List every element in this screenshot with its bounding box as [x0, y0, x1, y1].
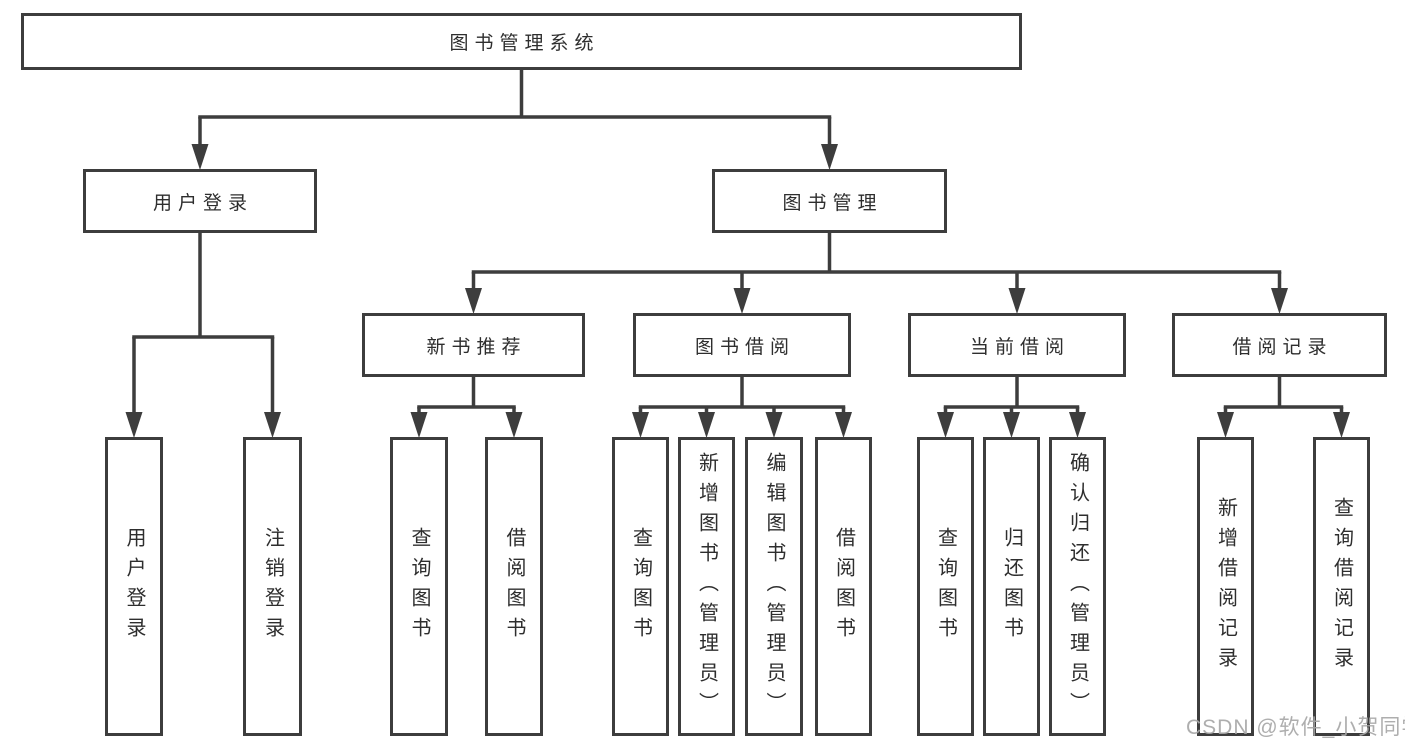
- node-root: 图书管理系统: [21, 13, 1022, 70]
- node-borrow: 图书借阅: [633, 313, 851, 377]
- node-cb2: 归还图书: [983, 437, 1040, 736]
- node-cb3: 确认归还（管理员）: [1049, 437, 1106, 736]
- node-record: 借阅记录: [1172, 313, 1387, 377]
- node-u1: 用户登录: [105, 437, 163, 736]
- watermark-text: CSDN @软件_小贺同学: [1186, 716, 1405, 739]
- node-newbook: 新书推荐: [362, 313, 585, 377]
- node-bb3: 编辑图书（管理员）: [745, 437, 803, 736]
- node-mgmt: 图书管理: [712, 169, 947, 233]
- node-nb1: 查询图书: [390, 437, 448, 736]
- node-br1: 新增借阅记录: [1197, 437, 1254, 736]
- node-current: 当前借阅: [908, 313, 1126, 377]
- node-u2: 注销登录: [243, 437, 302, 736]
- node-cb1: 查询图书: [917, 437, 974, 736]
- node-bb1: 查询图书: [612, 437, 669, 736]
- node-br2: 查询借阅记录: [1313, 437, 1370, 736]
- node-nb2: 借阅图书: [485, 437, 543, 736]
- node-login: 用户登录: [83, 169, 317, 233]
- node-bb2: 新增图书（管理员）: [678, 437, 735, 736]
- node-bb4: 借阅图书: [815, 437, 872, 736]
